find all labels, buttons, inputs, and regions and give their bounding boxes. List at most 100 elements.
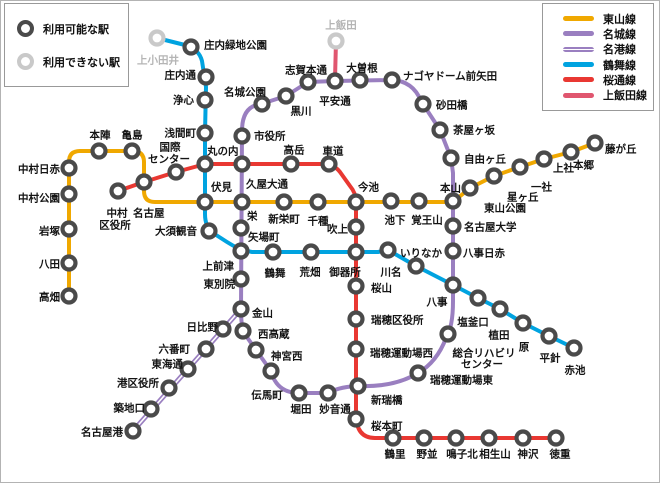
station-label: 神宮西 [271,350,303,363]
station-marker[interactable] [447,429,465,447]
station-marker[interactable] [351,71,369,89]
station-marker[interactable] [309,193,327,211]
station-marker[interactable] [382,192,400,210]
station-marker[interactable] [319,384,337,402]
station-marker[interactable] [407,257,425,275]
station-marker[interactable] [444,192,462,210]
station-marker[interactable] [60,254,78,272]
station-marker[interactable] [347,193,365,211]
station-label: 平安通 [319,95,351,108]
station-marker[interactable] [233,193,251,211]
station-marker[interactable] [196,155,214,173]
station-marker[interactable] [299,73,317,91]
station-label: 吹上 [327,223,348,236]
station-marker[interactable] [347,277,365,295]
station-marker[interactable] [540,327,558,345]
station-marker[interactable] [302,243,320,261]
station-marker[interactable] [562,143,580,161]
station-label: 徳重 [549,448,571,461]
station-marker[interactable] [160,379,178,397]
station-marker[interactable] [135,173,153,191]
station-marker[interactable] [196,91,214,109]
station-marker[interactable] [233,127,251,145]
station-marker[interactable] [197,68,215,86]
station-marker[interactable] [414,95,432,113]
station-marker[interactable] [275,193,293,211]
station-marker[interactable] [347,218,365,236]
station-marker[interactable] [347,340,365,358]
station-label: 鶴舞 [265,267,286,280]
station-marker[interactable] [326,72,344,90]
station-marker[interactable] [469,289,487,307]
station-marker[interactable] [547,429,565,447]
station-label: 浄心 [173,94,194,107]
station-marker[interactable] [444,276,462,294]
station-marker[interactable] [196,124,214,142]
station-marker[interactable] [431,121,449,139]
station-marker[interactable] [409,364,427,382]
station-marker[interactable] [347,310,365,328]
station-marker[interactable] [511,158,529,176]
station-marker[interactable] [179,360,197,378]
legend-available-row: 利用可能な駅 [17,20,128,37]
station-marker[interactable] [535,150,553,168]
station-marker[interactable] [290,384,308,402]
station-marker[interactable] [410,192,428,210]
legend-unavailable-row: 利用できない駅 [17,53,128,70]
station-marker[interactable] [485,167,503,185]
station-marker[interactable] [347,410,365,428]
station-marker[interactable] [232,242,250,260]
station-marker[interactable] [197,340,215,358]
station-marker[interactable] [200,222,218,240]
station-marker[interactable] [232,219,250,237]
station-marker[interactable] [60,185,78,203]
station-marker[interactable] [514,429,532,447]
station-marker[interactable] [347,243,365,261]
station-marker[interactable] [234,322,252,340]
station-label: 名古屋港 [81,426,123,439]
station-marker[interactable] [461,179,479,197]
station-marker[interactable] [264,243,282,261]
station-marker[interactable] [491,300,509,318]
station-label: 本陣 [90,129,111,142]
station-marker[interactable] [586,134,604,152]
station-marker[interactable] [514,314,532,332]
station-marker[interactable] [60,159,78,177]
station-marker[interactable] [167,163,185,181]
station-marker[interactable] [379,241,397,259]
station-marker[interactable] [182,38,200,56]
station-marker[interactable] [232,300,250,318]
station-marker[interactable] [384,429,402,447]
station-marker[interactable] [142,400,160,418]
station-marker[interactable] [124,422,142,440]
station-marker[interactable] [233,155,251,173]
station-label: 茶屋ヶ坂 [452,124,495,137]
station-marker[interactable] [439,325,457,343]
station-marker[interactable] [60,287,78,305]
station-marker[interactable] [60,220,78,238]
station-label: 星ヶ丘 [507,192,539,204]
station-marker[interactable] [253,95,271,113]
station-marker[interactable] [214,320,232,338]
station-marker[interactable] [282,155,300,173]
station-marker[interactable] [565,339,583,357]
station-marker[interactable] [247,341,265,359]
station-marker[interactable] [383,71,401,89]
station-marker[interactable] [196,193,214,211]
station-marker[interactable] [109,182,127,200]
sakuradori-line-swatch [563,77,594,83]
station-marker[interactable] [349,377,367,395]
station-marker[interactable] [90,142,108,160]
station-label: 名古屋大学 [464,221,517,234]
station-marker[interactable] [277,87,295,105]
station-marker[interactable] [232,270,250,288]
station-marker[interactable] [320,155,338,173]
station-label: 総合リハビリ [453,347,516,360]
station-marker[interactable] [442,149,460,167]
station-marker[interactable] [480,429,498,447]
station-marker[interactable] [444,217,462,235]
station-marker[interactable] [444,242,462,260]
station-marker[interactable] [123,142,141,160]
station-marker[interactable] [415,429,433,447]
station-marker[interactable] [262,362,280,380]
